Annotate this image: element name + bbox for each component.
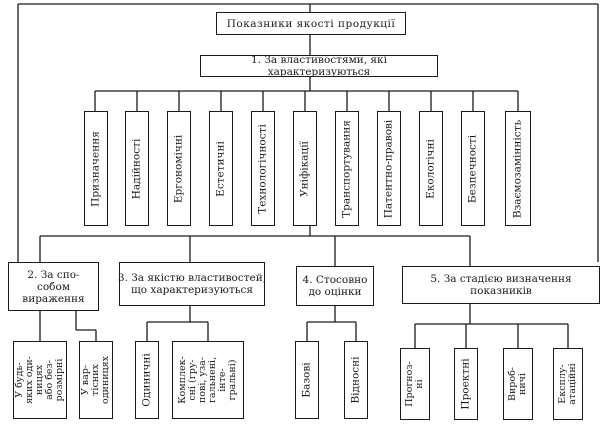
property-item: Надійності xyxy=(125,111,149,226)
stage-item: Проектні xyxy=(454,348,478,420)
property-item: Патентно-правові xyxy=(377,111,401,226)
stage-item-label: Експлу- атаційні xyxy=(557,363,578,405)
stage-item: Експлу- атаційні xyxy=(553,348,583,420)
property-item-label: Уніфікації xyxy=(298,140,311,197)
stage-item-label: Прогноз- ні xyxy=(404,361,425,407)
expression-item: У вар- тісних одиницях xyxy=(79,341,113,419)
by-stage-box: 5. За стадією визначення показників xyxy=(402,266,600,304)
quality-item: Одиничні xyxy=(135,341,159,419)
evaluation-item-label: Базові xyxy=(300,362,313,398)
property-item-label: Екологічні xyxy=(424,138,437,199)
property-item: Транспортування xyxy=(335,111,359,226)
property-item-label: Надійності xyxy=(130,138,143,199)
property-item: Уніфікації xyxy=(293,111,317,226)
property-item-label: Технологічності xyxy=(256,123,269,214)
stage-item-label: Проектні xyxy=(459,358,472,410)
property-item-label: Ергономічні xyxy=(172,134,185,203)
property-item: Ергономічні xyxy=(167,111,191,226)
property-item-label: Призначення xyxy=(89,130,102,207)
property-item-label: Естетичні xyxy=(214,140,227,197)
property-item-label: Взаємозамінність xyxy=(511,119,524,218)
by-evaluation-box: 4. Стосовно до оцінки xyxy=(296,266,374,306)
property-item: Естетичні xyxy=(209,111,233,226)
by-quality-box: 3. За якістю властивостей, що характериз… xyxy=(118,262,266,306)
quality-item-label: Одиничні xyxy=(140,353,153,407)
by-expression-box: 2. За спо- собом вираження xyxy=(8,262,99,311)
property-item-label: Патентно-правові xyxy=(382,119,395,218)
expression-item-label: У будь- яких оди- ницях або без- розмірн… xyxy=(14,356,65,404)
property-item: Безпечності xyxy=(461,111,485,226)
stage-item: Вироб- ничі xyxy=(503,348,533,420)
evaluation-item: Відносні xyxy=(344,341,368,419)
stage-item: Прогноз- ні xyxy=(400,348,430,420)
property-item: Призначення xyxy=(84,111,108,226)
property-item: Взаємозамінність xyxy=(505,111,531,226)
root-box: Показники якості продукції xyxy=(216,12,406,35)
property-item: Технологічності xyxy=(251,111,275,226)
by-properties-box: 1. За властивостями, які характеризуютьс… xyxy=(200,54,438,78)
expression-item-label: У вар- тісних одиницях xyxy=(80,355,111,405)
property-item-label: Безпечності xyxy=(466,134,479,203)
quality-item: Комплек- сні (гру- пові, уза- гальнені, … xyxy=(172,341,244,419)
stage-item-label: Вироб- ничі xyxy=(507,366,528,402)
property-item: Екологічні xyxy=(419,111,443,226)
quality-item-label: Комплек- сні (гру- пові, уза- гальнені, … xyxy=(177,356,238,404)
evaluation-item-label: Відносні xyxy=(349,356,362,404)
evaluation-item: Базові xyxy=(295,341,319,419)
expression-item: У будь- яких оди- ницях або без- розмірн… xyxy=(13,341,67,419)
property-item-label: Транспортування xyxy=(340,119,353,218)
